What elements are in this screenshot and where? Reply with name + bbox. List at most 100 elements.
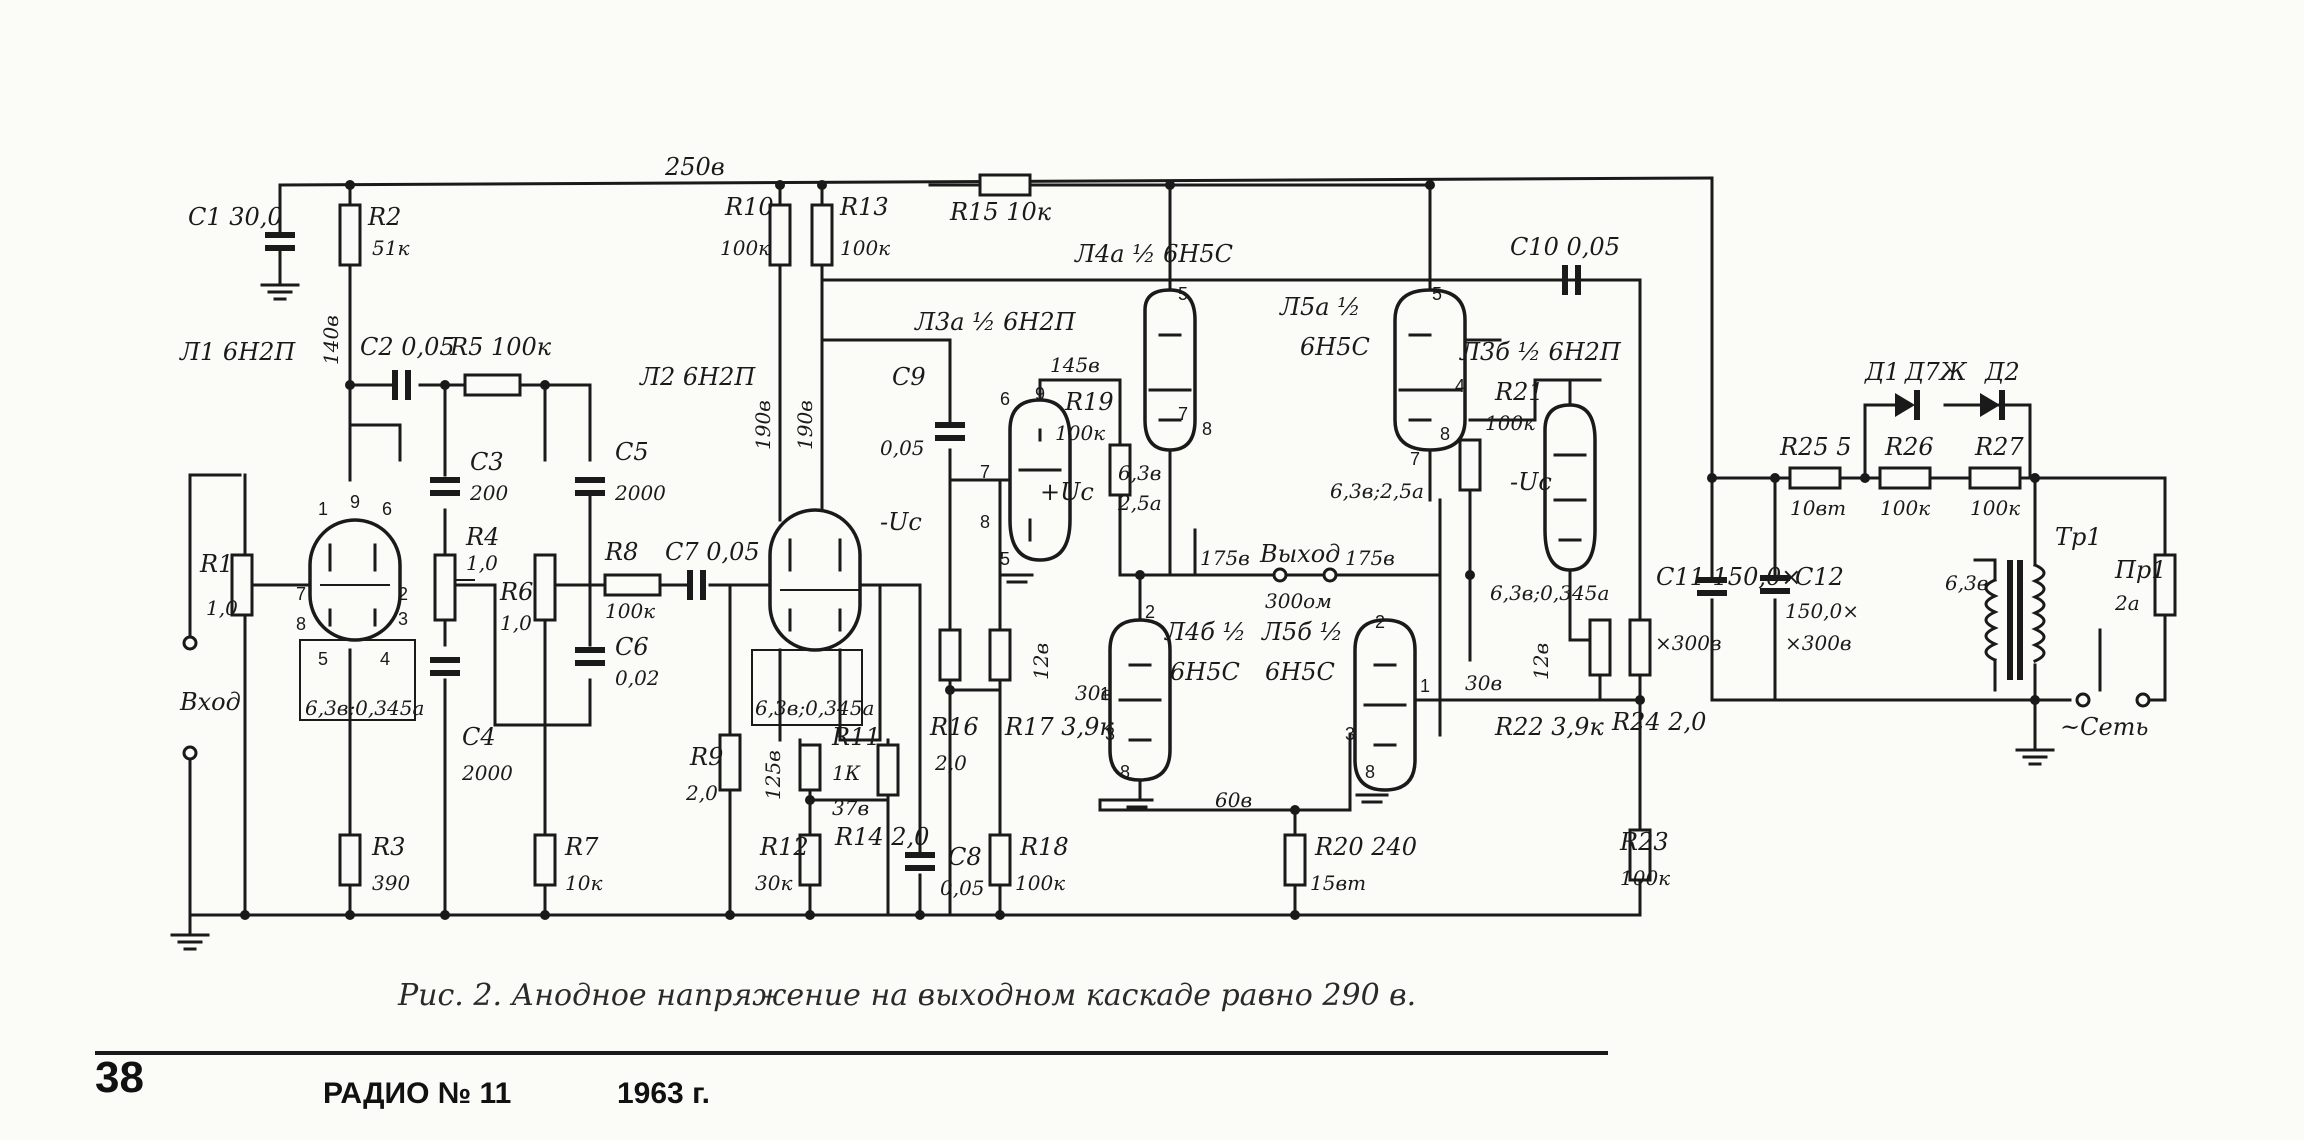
- label-r10: R10: [724, 193, 774, 221]
- label-c12-value: 150,0×: [1785, 599, 1859, 623]
- label-heater3: 6,3в: [1118, 461, 1161, 485]
- pin-number: 5: [1000, 549, 1010, 569]
- label-r11-value: 1К: [832, 761, 861, 785]
- label-uc3: -Uс: [1510, 468, 1552, 496]
- label-r13-value: 100к: [840, 236, 890, 260]
- pin-number: 1: [1420, 676, 1430, 696]
- label-v190b: 190в: [793, 400, 817, 450]
- label-r18-value: 100к: [1015, 871, 1065, 895]
- label-heater3b: 2,5а: [1117, 491, 1162, 515]
- label-input: Вход: [179, 688, 241, 716]
- pin-number: 1: [1100, 684, 1110, 704]
- label-r10-value: 100к: [720, 236, 770, 260]
- label-c3-value: 200: [469, 481, 508, 505]
- label-r4-value: 1,0: [466, 551, 498, 575]
- figure-caption: Рис. 2. Анодное напряжение на выходном к…: [397, 978, 1416, 1013]
- diodes: [1863, 390, 2005, 420]
- label-c2: С2 0,05: [360, 333, 455, 361]
- label-r6: R6: [499, 578, 533, 606]
- label-l5b: Л5б ½: [1261, 618, 1343, 646]
- label-r9-value: 2,0: [685, 781, 718, 805]
- label-heater5: 6,3в;0,345а: [1490, 581, 1609, 605]
- label-r14: R14 2,0: [834, 823, 929, 851]
- label-r22: R22 3,9к: [1494, 713, 1604, 741]
- label-c8-value: 0,05: [940, 876, 985, 900]
- label-heater6: 6,3в: [1945, 571, 1988, 595]
- label-l1: Л1 6Н2П: [179, 338, 296, 366]
- label-output: Выход: [1259, 540, 1340, 568]
- pin-number: 3: [1105, 724, 1115, 744]
- label-c12: С12: [1795, 563, 1844, 591]
- label-pr1-value: 2а: [2114, 591, 2140, 615]
- pin-number: 8: [296, 614, 306, 634]
- label-r21-value: 100к: [1485, 411, 1535, 435]
- label-l4a: Л4а ½ 6Н5С: [1074, 240, 1233, 268]
- label-r15: R15 10к: [949, 198, 1052, 226]
- label-r24: R24 2,0: [1611, 708, 1706, 736]
- label-c6-value: 0,02: [615, 666, 660, 690]
- label-c3: С3: [470, 448, 504, 476]
- label-c10: С10 0,05: [1510, 233, 1620, 261]
- pin-number: 5: [1178, 284, 1188, 304]
- label-r2: R2: [367, 203, 401, 231]
- label-c8: С8: [948, 843, 982, 871]
- label-c12-voltage: ×300в: [1785, 631, 1852, 655]
- label-r6-value: 1,0: [500, 611, 532, 635]
- label-r25: R25 5: [1779, 433, 1852, 461]
- page-number: 38: [95, 1053, 144, 1102]
- label-r7-value: 10к: [565, 871, 602, 895]
- label-l4b: Л4б ½: [1164, 618, 1246, 646]
- label-r3-value: 390: [372, 871, 410, 895]
- label-r13: R13: [839, 193, 889, 221]
- label-r23-value: 100к: [1620, 866, 1670, 890]
- label-r12-value: 30к: [755, 871, 792, 895]
- label-r11: R11: [831, 723, 881, 751]
- pin-number: 9: [350, 492, 360, 512]
- pin-numbers: 1 9 6 7 2 8 3 5 4 6 9 7 8 5 5 7 8 2 1 3 …: [296, 284, 1465, 782]
- label-c9: С9: [892, 363, 926, 391]
- label-c1: С1 30,0: [188, 203, 283, 231]
- label-r9: R9: [689, 743, 723, 771]
- pin-number: 3: [398, 609, 408, 629]
- label-output-imp: 300ом: [1265, 589, 1332, 613]
- label-r1: R1: [199, 550, 233, 578]
- label-c4: С4: [462, 723, 496, 751]
- label-v125: 125в: [761, 750, 785, 800]
- label-c4-value: 2000: [461, 761, 513, 785]
- label-v30a: 30в: [1075, 681, 1112, 705]
- pin-number: 3: [1345, 724, 1355, 744]
- label-r18: R18: [1019, 833, 1069, 861]
- vacuum-tubes: [299, 288, 1597, 792]
- pin-number: 2: [398, 584, 408, 604]
- pin-number: 4: [380, 649, 390, 669]
- label-v30b: 30в: [1465, 671, 1502, 695]
- ground-symbols: [170, 283, 2055, 951]
- label-c11: С11 150,0×: [1656, 563, 1801, 591]
- pin-number: 9: [1035, 384, 1045, 404]
- pin-number: 7: [1178, 404, 1188, 424]
- label-c7: С7 0,05: [665, 538, 760, 566]
- label-d2: Д2: [1984, 358, 2020, 386]
- label-pr1: Пр1: [2114, 556, 2167, 584]
- pin-number: 8: [1202, 419, 1212, 439]
- label-r21: R21: [1494, 378, 1544, 406]
- label-v190a: 190в: [751, 400, 775, 450]
- label-r26-value: 100к: [1880, 496, 1930, 520]
- label-r1-value: 1,0: [206, 596, 238, 620]
- label-heater1: 6,3в;0,345а: [305, 696, 424, 720]
- labels: 250в С1 30,0 R2 51к Л1 6Н2П 140в С2 0,05…: [179, 153, 2167, 900]
- pin-number: 2: [1145, 602, 1155, 622]
- label-l5b-type: 6Н5С: [1265, 658, 1335, 686]
- label-r19: R19: [1064, 388, 1114, 416]
- label-mains: ~Сеть: [2060, 713, 2149, 741]
- pin-number: 7: [980, 462, 990, 482]
- magazine-title: РАДИО № 11: [323, 1077, 511, 1110]
- pin-number: 5: [318, 649, 328, 669]
- label-v175b: 175в: [1345, 546, 1395, 570]
- pin-number: 6: [382, 499, 392, 519]
- label-r20-value: 15вт: [1310, 871, 1366, 895]
- label-r27-value: 100к: [1970, 496, 2020, 520]
- pin-number: 8: [1120, 762, 1130, 782]
- label-r26: R26: [1884, 433, 1934, 461]
